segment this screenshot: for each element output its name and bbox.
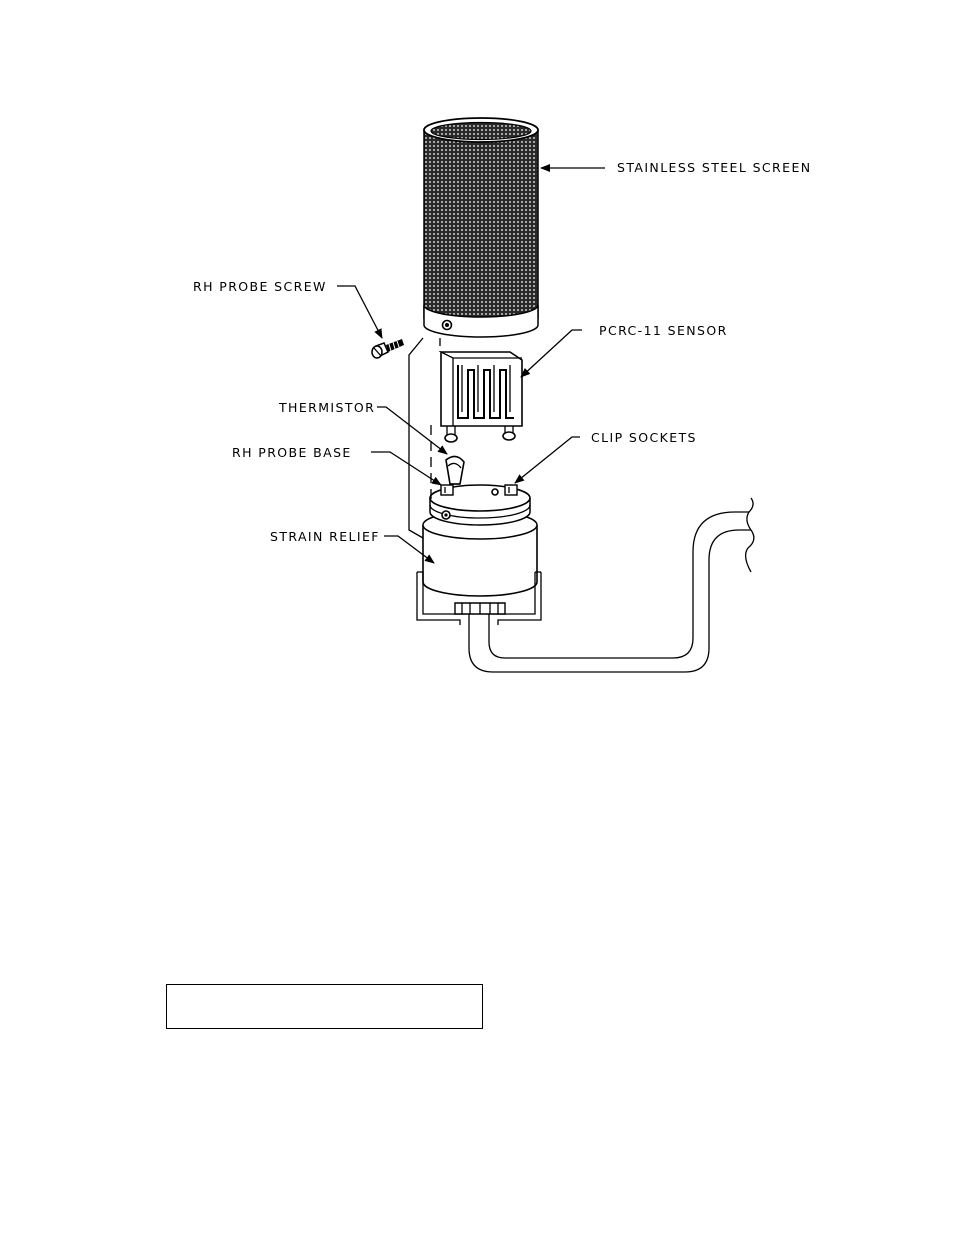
label-rh-probe-base: RH PROBE BASE: [232, 445, 352, 460]
pcrc-11-sensor: [441, 352, 522, 442]
label-stainless-steel-screen: STAINLESS STEEL SCREEN: [617, 160, 812, 175]
label-pcrc-11-sensor: PCRC-11 SENSOR: [599, 323, 728, 338]
label-clip-sockets: CLIP SOCKETS: [591, 430, 697, 445]
rh-probe-base: [423, 456, 537, 596]
label-thermistor: THERMISTOR: [278, 400, 375, 415]
label-strain-relief: STRAIN RELIEF: [270, 529, 380, 544]
label-rh-probe-screw: RH PROBE SCREW: [193, 279, 327, 294]
rh-probe-screw: [372, 339, 404, 358]
stainless-steel-screen: [424, 118, 538, 337]
caption-box: [166, 984, 483, 1029]
